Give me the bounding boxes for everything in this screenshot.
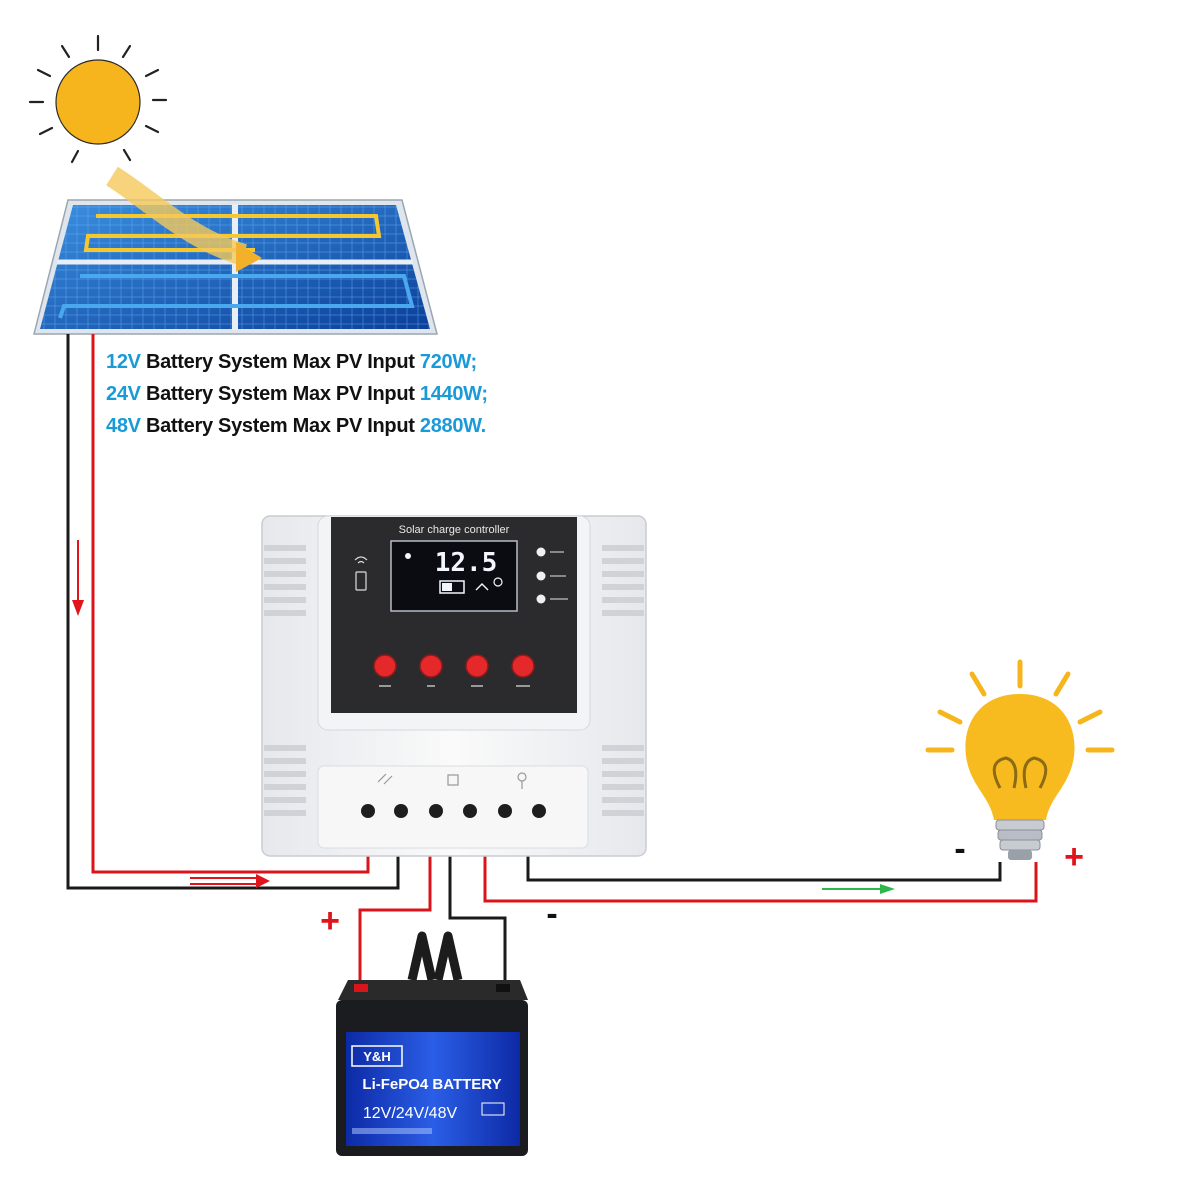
battery-brand: Y&H: [363, 1049, 390, 1064]
battery-positive-mark: +: [320, 902, 340, 940]
terminal-pv-positive: [361, 804, 375, 818]
spec-line-12v: 12V Battery System Max PV Input 720W;: [106, 351, 477, 373]
spec-line-24v: 24V Battery System Max PV Input 1440W;: [106, 383, 488, 405]
pv-input-specs: 12V Battery System Max PV Input 720W; 24…: [106, 346, 488, 442]
load-positive-mark: +: [1064, 838, 1084, 876]
battery-logo-box: [351, 1045, 403, 1067]
spec-line-48v: 48V Battery System Max PV Input 2880W.: [106, 415, 486, 437]
solar-panel: [33, 166, 438, 335]
charge-current-arrow: [72, 540, 270, 888]
battery-negative-wire: [448, 855, 507, 990]
battery-negative-mark: -: [546, 895, 557, 933]
button-4: [511, 654, 535, 678]
status-led-2: [536, 571, 546, 581]
vent-right-top: [602, 545, 644, 616]
controller-title: Solar charge controller: [399, 524, 510, 536]
vent-left-top: [264, 545, 306, 616]
battery-positive-wire: [358, 855, 432, 990]
terminal-pv-negative: [394, 804, 408, 818]
battery: Y&H Li-FePO4 BATTERY 12V/24V/48V: [336, 931, 528, 1156]
vent-left-bottom: [264, 745, 306, 816]
button-2: [419, 654, 443, 678]
battery-type: Li-FePO4 BATTERY: [362, 1076, 501, 1093]
wiring: [66, 334, 1038, 990]
status-led-3: [536, 594, 546, 604]
terminal-load-negative: [532, 804, 546, 818]
load-current-arrow: [822, 884, 895, 894]
button-3: [465, 654, 489, 678]
lcd-value: 12.5: [435, 548, 498, 578]
terminal-battery-positive: [429, 804, 443, 818]
wifi-icon: [354, 556, 368, 591]
status-led-1: [536, 547, 546, 557]
terminals: [361, 804, 546, 818]
terminal-battery-negative: [463, 804, 477, 818]
load-negative-wire: [526, 855, 1002, 882]
terminal-load-positive: [498, 804, 512, 818]
load-negative-mark: -: [954, 830, 965, 868]
button-1: [373, 654, 397, 678]
charge-controller: Solar charge controller 12.5: [261, 515, 647, 857]
light-bulb-icon: [925, 659, 1115, 860]
pv-negative-wire: [66, 334, 400, 890]
load-positive-wire: [483, 855, 1038, 903]
sun-icon: [28, 34, 168, 164]
vent-right-bottom: [602, 745, 644, 816]
controller-buttons: [373, 654, 535, 687]
terminal-icons: [377, 772, 527, 789]
pv-positive-wire: [91, 334, 370, 874]
battery-voltages: 12V/24V/48V: [363, 1105, 458, 1122]
